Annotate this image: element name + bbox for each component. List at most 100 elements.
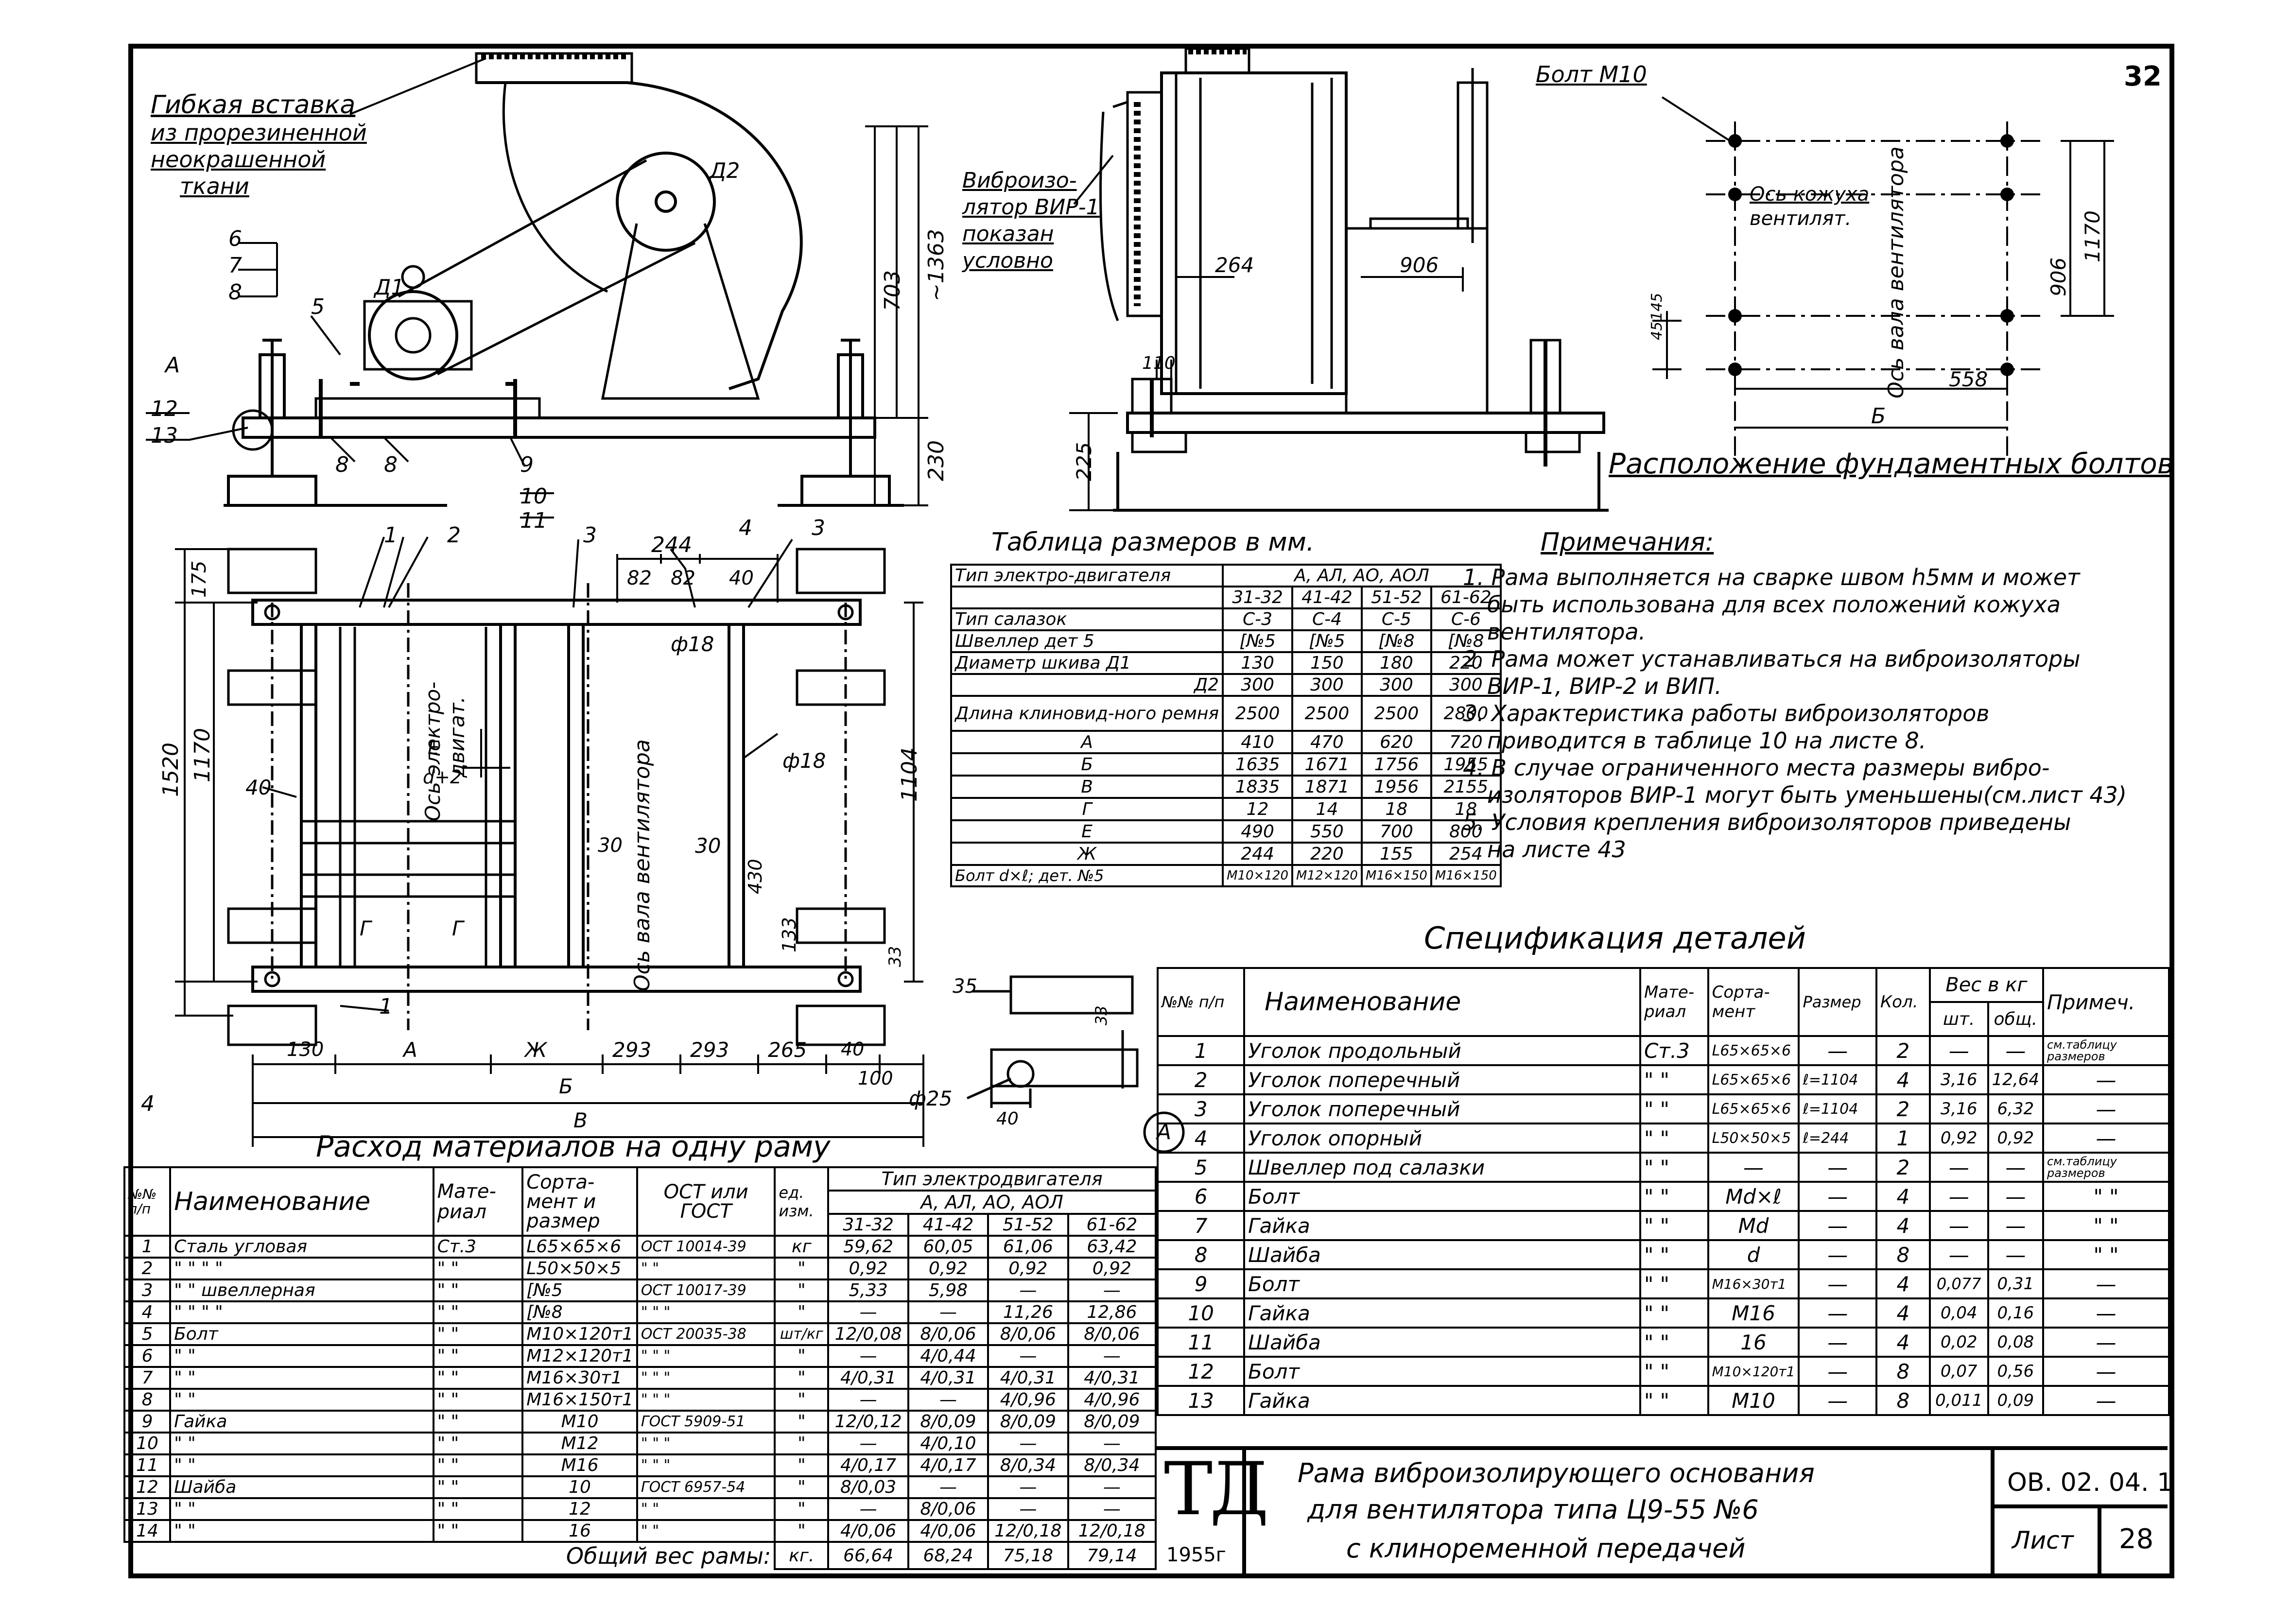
- mat-cell: ": [774, 1278, 830, 1302]
- size-cell: 300: [1360, 673, 1432, 697]
- title-block-lines: [1157, 1446, 2168, 1574]
- dim-906: 906: [1400, 253, 1439, 277]
- mat-header: Мате-риал: [432, 1166, 524, 1237]
- spec-cell: Шайба: [1243, 1327, 1641, 1358]
- plan-position-1: 1: [379, 994, 393, 1019]
- spec-cell: 3: [1156, 1093, 1246, 1124]
- vibro-label: Виброизо-: [962, 168, 1077, 193]
- size-cell: А: [950, 730, 1224, 754]
- drawing-code: ОВ. 02. 04. 1: [2007, 1468, 2173, 1497]
- mat-cell: L50×50×5: [521, 1257, 638, 1280]
- spec-cell: " ": [1639, 1327, 1709, 1358]
- note-line: 2. Рама может устанавливаться на виброиз…: [1463, 646, 2081, 672]
- mat-cell: —: [907, 1388, 989, 1412]
- size-cell: 18: [1430, 797, 1502, 821]
- mat-header: Сорта-мент и размер: [521, 1166, 638, 1237]
- size-cell: [950, 586, 1224, 609]
- size-table: Тип электро-двигателя А, АЛ, АО, АОЛ 31-…: [950, 564, 1502, 887]
- size-cell: Г: [950, 797, 1224, 821]
- mat-cell: " ": [169, 1453, 434, 1477]
- mat-cell: —: [987, 1278, 1069, 1302]
- mat-cell: ": [774, 1519, 830, 1543]
- mat-cell: 12/0,08: [827, 1322, 909, 1346]
- spec-header: общ.: [1987, 1001, 2044, 1037]
- dim-225: 225: [1072, 442, 1096, 481]
- mat-cell: " " ": [636, 1344, 776, 1368]
- size-cell: Б: [950, 752, 1224, 777]
- mat-cell: 4/0,96: [1067, 1388, 1157, 1412]
- mat-cell: 5,33: [827, 1278, 909, 1302]
- dim-G: Г: [360, 916, 371, 940]
- mat-cell: кг: [774, 1235, 830, 1259]
- mat-cell: 3: [123, 1278, 172, 1302]
- mat-cell: 59,62: [827, 1235, 909, 1259]
- spec-cell: —: [1987, 1152, 2044, 1183]
- position-8: 8: [228, 280, 242, 305]
- spec-table: №№ п/п Наименование Мате-риал Сорта-мент…: [1156, 967, 2170, 1416]
- size-cell: 244: [1222, 842, 1294, 866]
- plan-position-4: 4: [739, 516, 752, 540]
- spec-cell: 7: [1156, 1210, 1246, 1241]
- front-leaders: [146, 57, 928, 518]
- mat-cell: " ": [169, 1366, 434, 1390]
- spec-cell: —: [1798, 1327, 1878, 1358]
- shaft-axis-label: Ось вала вентилятора: [1884, 146, 1908, 398]
- mat-cell: 4/0,31: [827, 1366, 909, 1390]
- mat-cell: —: [827, 1388, 909, 1412]
- mat-cell: Ст.3: [432, 1235, 524, 1259]
- dim-100: 100: [858, 1068, 893, 1089]
- size-cell: [№8: [1360, 629, 1432, 653]
- notes-list: 1. Рама выполняется на сварке швом h5мм …: [1463, 564, 2168, 863]
- motor-axis-label: двигат.: [445, 696, 469, 777]
- spec-cell: —: [1928, 1210, 1989, 1241]
- size-cell: 18: [1360, 797, 1432, 821]
- mat-cell: " ": [169, 1497, 434, 1521]
- spec-cell: 0,08: [1987, 1327, 2044, 1358]
- size-cell: 2500: [1360, 695, 1432, 732]
- mat-cell: " ": [432, 1278, 524, 1302]
- size-cell: С-3: [1222, 607, 1294, 631]
- corner-mark-4: 4: [141, 1091, 155, 1116]
- size-cell: 1756: [1360, 752, 1432, 777]
- size-cell: Швеллер дет 5: [950, 629, 1224, 653]
- mat-cell: —: [907, 1300, 989, 1324]
- mat-cell: " ": [432, 1300, 524, 1324]
- size-cell: С-6: [1430, 607, 1502, 631]
- mat-cell: 6: [123, 1344, 172, 1368]
- td-logo: ТД: [1164, 1447, 1269, 1532]
- mat-total: 79,14: [1067, 1541, 1157, 1570]
- size-cell: 150: [1291, 651, 1363, 675]
- spec-cell: 4: [1875, 1297, 1931, 1329]
- mat-cell: " " " ": [169, 1300, 434, 1324]
- mat-cell: 8/0,06: [907, 1322, 989, 1346]
- mat-cell: 14: [123, 1519, 172, 1543]
- size-cell: М16×150: [1360, 864, 1432, 887]
- size-cell: 254: [1430, 842, 1502, 866]
- size-cell: Болт d×ℓ; дет. №5: [950, 864, 1224, 887]
- pulley-d2-label: Д2: [710, 158, 740, 183]
- size-cell: С-4: [1291, 607, 1363, 631]
- size-cell: 1956: [1360, 775, 1432, 799]
- dim-B-plan: Б: [559, 1074, 573, 1098]
- spec-cell: Гайка: [1243, 1297, 1641, 1329]
- spec-cell: 12: [1156, 1356, 1246, 1387]
- mat-cell: шт/кг: [774, 1322, 830, 1346]
- spec-cell: —: [1798, 1297, 1878, 1329]
- detail-dim-40: 40: [996, 1109, 1019, 1129]
- spec-cell: " ": [1639, 1123, 1709, 1154]
- spec-header: Наименование: [1243, 967, 1641, 1037]
- spec-cell: L65×65×6: [1707, 1064, 1800, 1095]
- size-cell: 51-52: [1360, 586, 1432, 609]
- casing-axis-label: вентилят.: [1750, 207, 1852, 230]
- dim-d-plus-2: d+2: [423, 766, 462, 788]
- position-6: 6: [228, 226, 242, 251]
- sheet-frame: [128, 44, 2174, 1578]
- note-line: 4. В случае ограниченного места размеры …: [1463, 755, 2050, 781]
- mat-cell: —: [827, 1497, 909, 1521]
- mat-cell: " ": [432, 1257, 524, 1280]
- mat-cell: ": [774, 1344, 830, 1368]
- mat-cell: 8/0,06: [1067, 1322, 1157, 1346]
- dim-82: 82: [627, 567, 652, 589]
- spec-cell: Болт: [1243, 1181, 1641, 1212]
- spec-cell: —: [2042, 1123, 2170, 1154]
